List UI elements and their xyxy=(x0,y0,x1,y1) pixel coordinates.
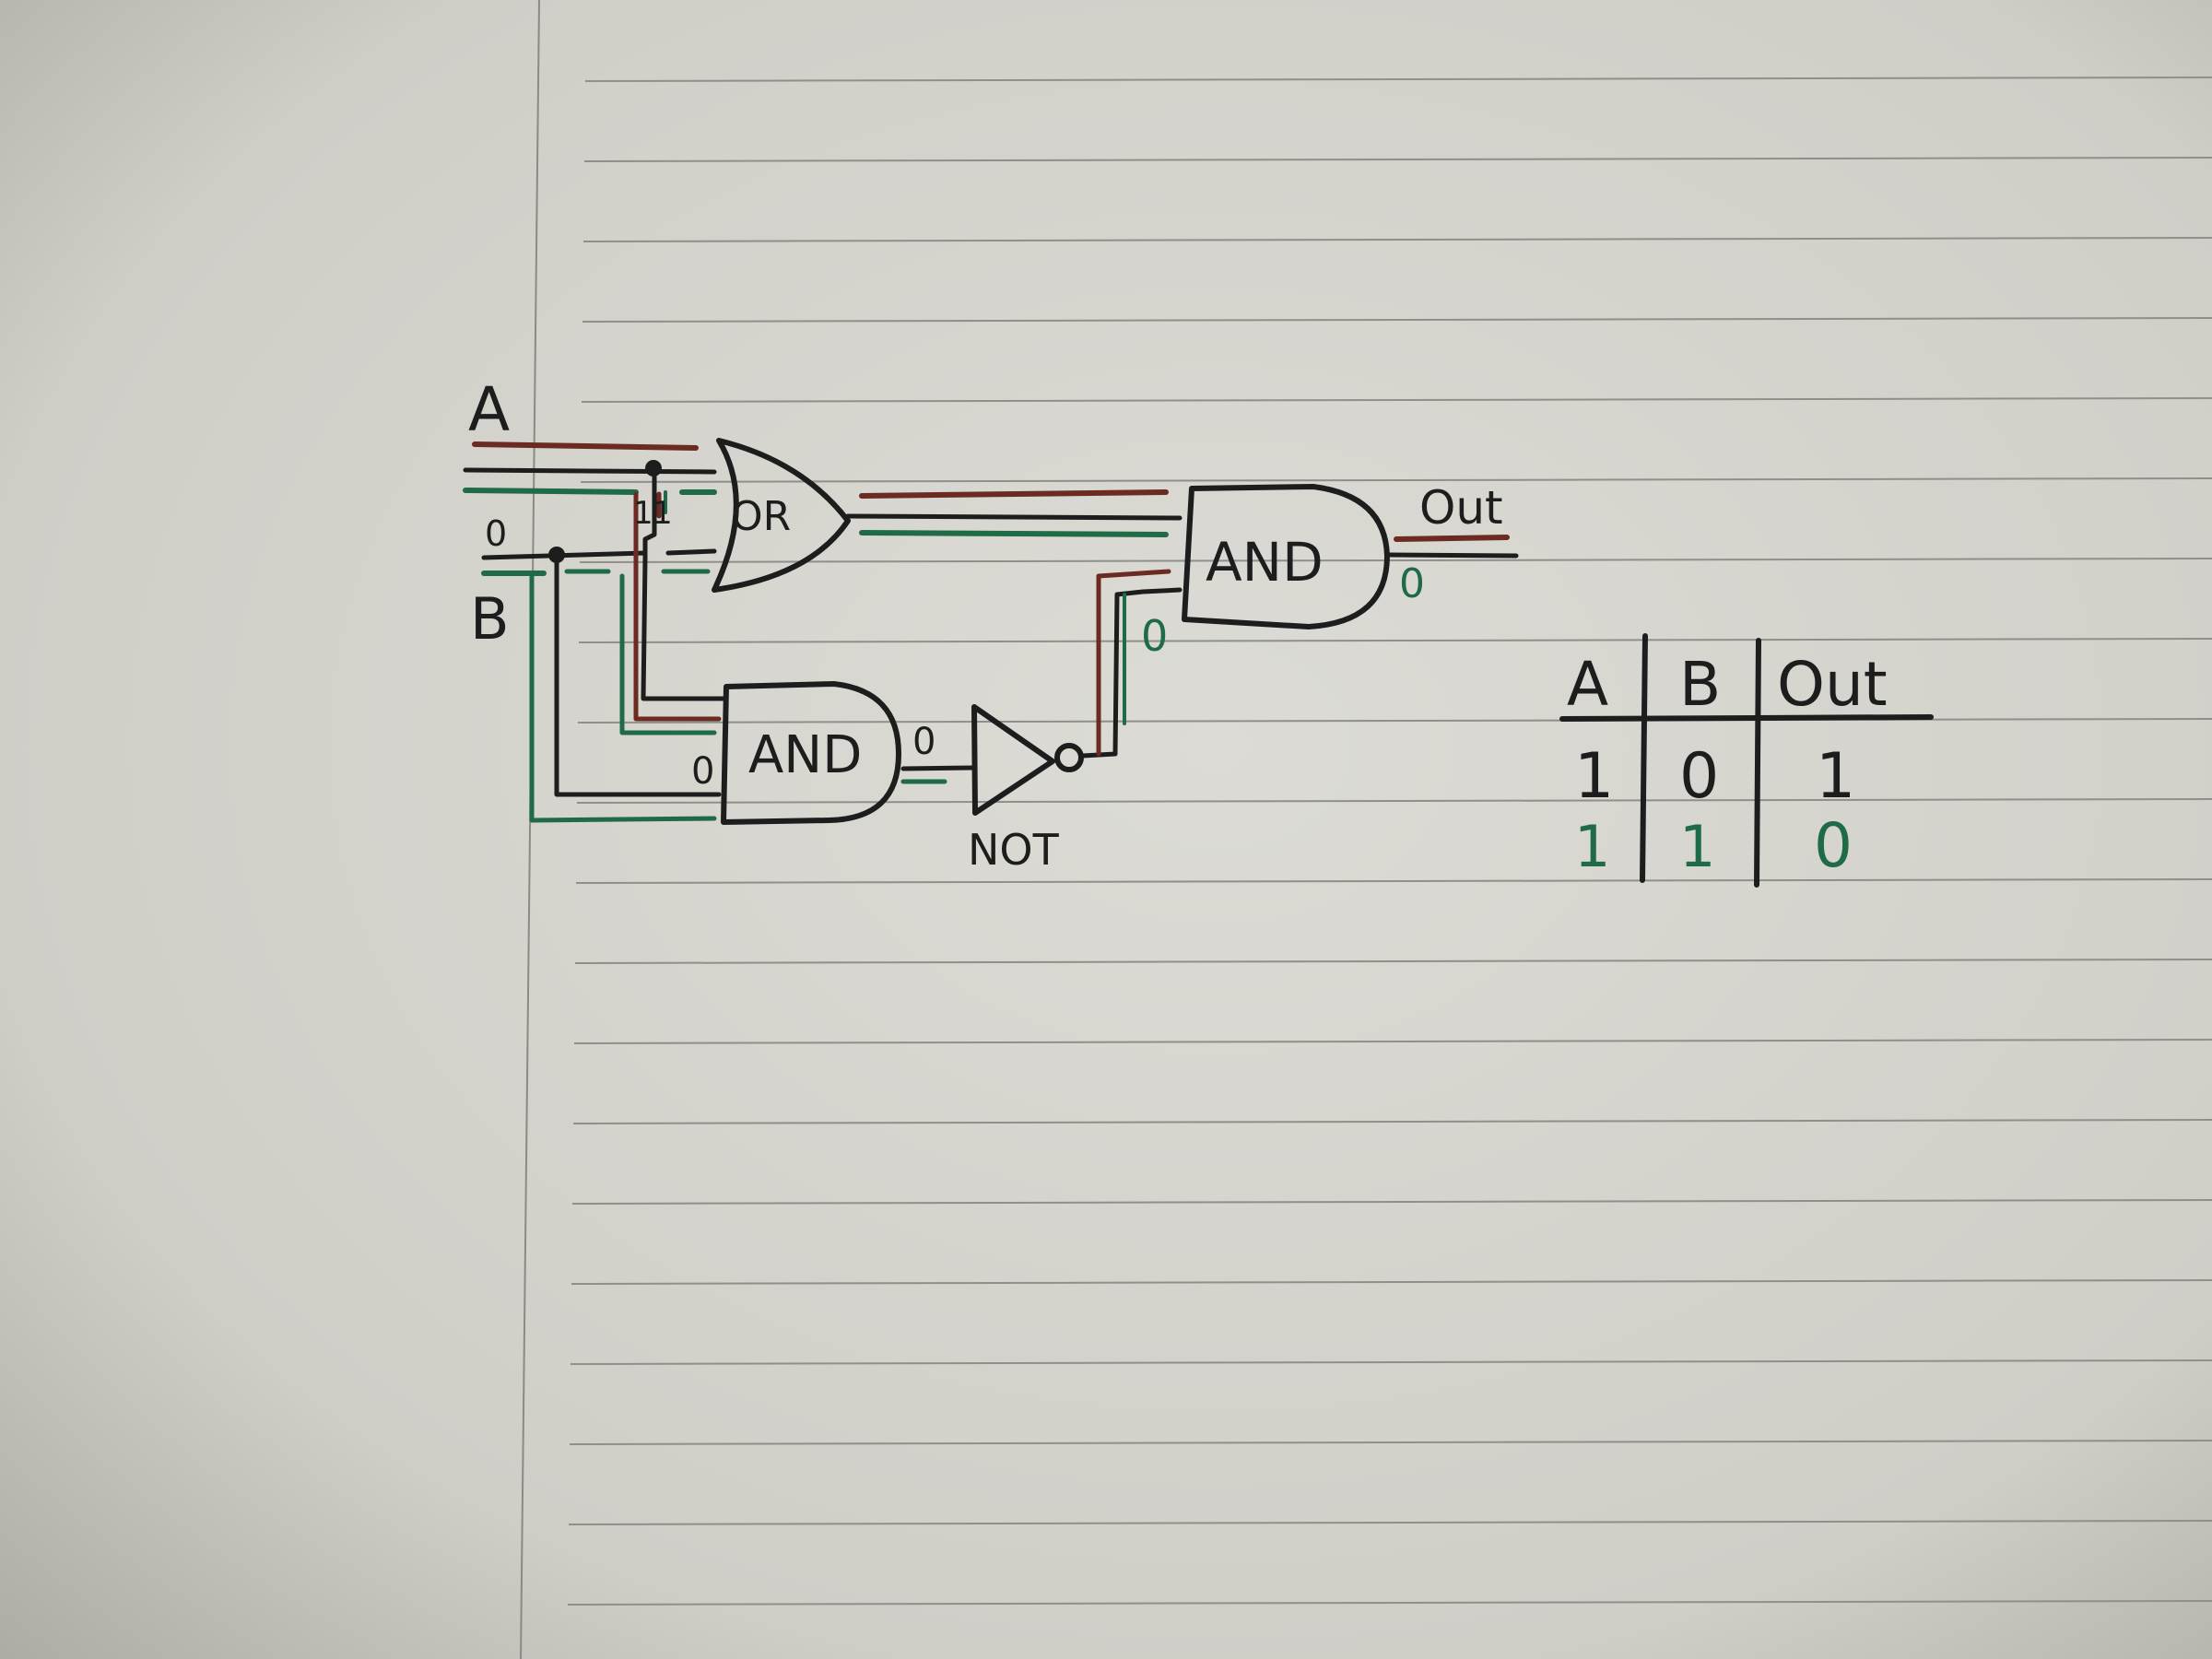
not-gate-label: NOT xyxy=(968,825,1060,875)
ruled-lines xyxy=(567,76,2212,1606)
input-a-label: A xyxy=(468,374,510,445)
table-header-b: B xyxy=(1679,649,1721,720)
wire-or-out xyxy=(845,489,1182,537)
logic-circuit xyxy=(463,438,1519,825)
wire-a-branch xyxy=(619,463,726,735)
not-gate-bubble xyxy=(1054,743,1084,772)
wire-not-out xyxy=(1080,569,1182,759)
or-gate xyxy=(712,438,851,593)
ruled-line xyxy=(567,1600,2212,1606)
ruled-line xyxy=(582,317,2212,323)
table-col-rule-1 xyxy=(1640,633,1648,883)
table-cell-b: 1 xyxy=(1679,813,1715,880)
and-gate-final xyxy=(1182,484,1390,629)
ruled-line xyxy=(583,157,2212,162)
table-header-rule xyxy=(1559,714,1934,722)
junction-dot-a xyxy=(645,460,662,477)
ruled-line xyxy=(573,1039,2212,1044)
ruled-line xyxy=(576,798,2212,804)
truth-table: A B Out 1 0 1 1 1 0 xyxy=(1559,633,1934,888)
value-or-in-b: 1 xyxy=(653,495,673,532)
junction-dot-b xyxy=(548,547,565,563)
table-header-a: A xyxy=(1567,649,1608,720)
wire-a xyxy=(463,441,717,495)
ruled-line xyxy=(584,76,2212,82)
value-final-out: 0 xyxy=(1399,560,1425,607)
value-or-in-a: 1 xyxy=(633,495,653,532)
ruled-line xyxy=(578,638,2212,643)
table-cell-out: 1 xyxy=(1816,740,1855,813)
ruled-line xyxy=(577,718,2212,724)
ruled-line xyxy=(580,477,2212,483)
margin-line xyxy=(520,0,540,1659)
ruled-line xyxy=(575,878,2212,884)
output-label: Out xyxy=(1419,481,1503,535)
ruled-line xyxy=(581,397,2212,403)
ruled-line xyxy=(574,959,2212,964)
wire-and-lower-out xyxy=(900,765,975,784)
ruled-line xyxy=(571,1279,2212,1285)
table-cell-b: 0 xyxy=(1679,740,1719,813)
value-and-lower-out: 0 xyxy=(912,721,935,763)
table-header-out: Out xyxy=(1777,649,1888,720)
table-row: 1 1 0 xyxy=(1574,810,1853,881)
ruled-line xyxy=(582,237,2212,242)
ruled-line xyxy=(569,1440,2212,1445)
ruled-line xyxy=(570,1359,2212,1365)
not-gate xyxy=(971,704,1055,816)
and-gate-lower xyxy=(721,681,901,825)
ruled-line xyxy=(572,1119,2212,1124)
table-col-rule-2 xyxy=(1754,638,1761,888)
and-final-label: AND xyxy=(1206,531,1324,594)
or-gate-label: OR xyxy=(731,493,791,540)
circuit-labels: A B OR AND NOT AND Out 0 1 1 0 0 0 0 xyxy=(468,374,1503,875)
value-not-out: 0 xyxy=(1141,611,1168,661)
table-cell-a: 1 xyxy=(1574,740,1614,813)
ruled-line xyxy=(571,1199,2212,1205)
ruled-line xyxy=(568,1520,2212,1525)
wire-final-out xyxy=(1387,535,1519,559)
and-lower-label: AND xyxy=(748,725,862,785)
wire-b-branch xyxy=(529,550,722,823)
table-cell-out: 0 xyxy=(1814,810,1853,881)
input-b-label: B xyxy=(470,585,510,653)
ruled-line xyxy=(579,558,2212,563)
value-and-lower-in: 0 xyxy=(691,750,714,793)
value-b-input: 0 xyxy=(485,513,507,554)
table-row: 1 0 1 xyxy=(1574,740,1855,813)
table-cell-a: 1 xyxy=(1574,813,1610,880)
